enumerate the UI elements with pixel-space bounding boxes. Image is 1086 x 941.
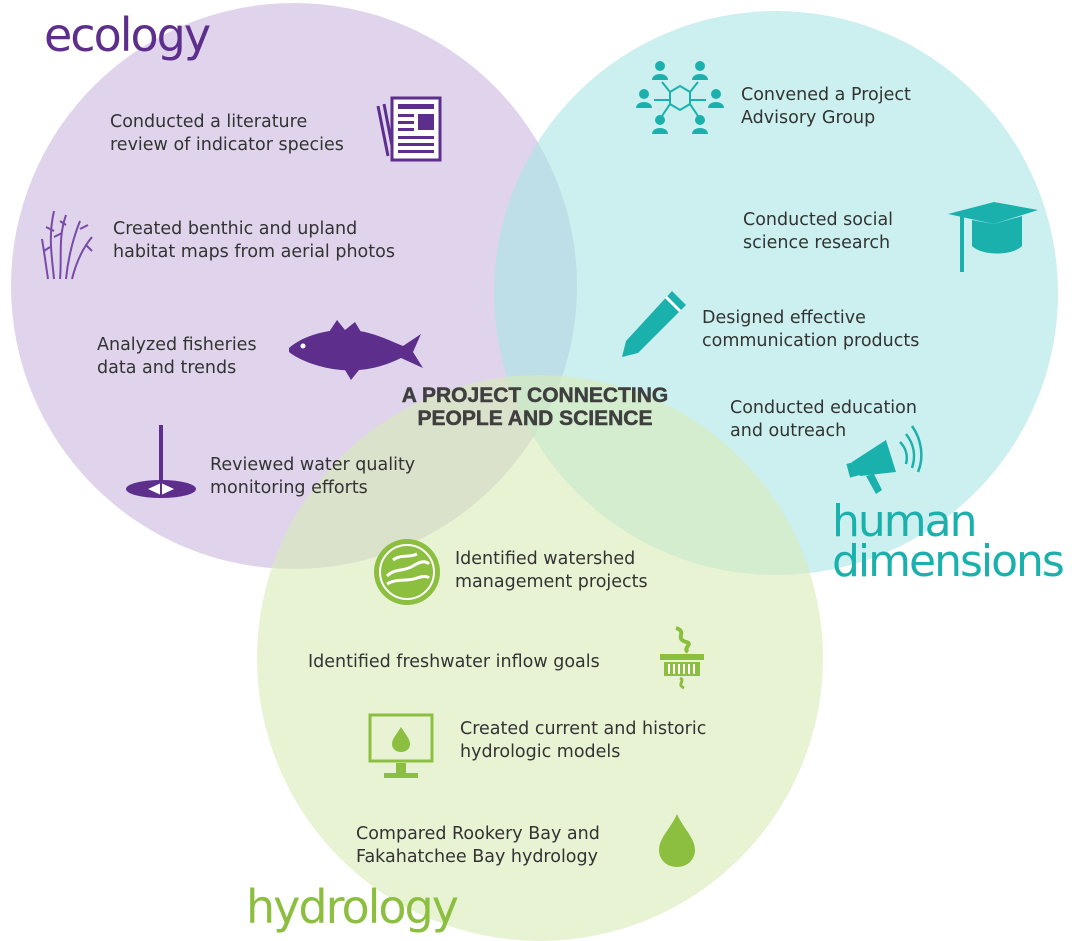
human-item-advisory-group: Convened a Project Advisory Group	[741, 84, 911, 130]
plant-icon	[41, 210, 93, 280]
secchi-disk-icon	[126, 425, 196, 498]
human-dimensions-title: human dimensions	[832, 496, 1065, 587]
water-control-icon	[660, 626, 704, 690]
hydrology-circle	[257, 375, 823, 941]
item-text-line: communication products	[702, 331, 920, 351]
group-network-icon	[636, 61, 724, 134]
item-text-line: Conducted education	[730, 398, 917, 418]
item-text-line: data and trends	[97, 358, 237, 378]
center-title: A PROJECT CONNECTING PEOPLE AND SCIENCE	[340, 384, 730, 431]
center-title-line-1: A PROJECT CONNECTING	[401, 384, 669, 408]
ecology-item-water-quality: Reviewed water quality monitoring effort…	[210, 454, 415, 500]
ecology-item-fisheries: Analyzed fisheries data and trends	[97, 334, 257, 380]
hydrology-item-freshwater-inflow: Identified freshwater inflow goals	[308, 651, 600, 674]
item-text-line: Conducted social	[743, 210, 894, 230]
hydrology-item-hydrologic-models: Created current and historic hydrologic …	[460, 718, 706, 764]
newspaper-icon	[376, 96, 442, 162]
ecology-item-habitat-maps: Created benthic and upland habitat maps …	[113, 218, 395, 264]
item-text-line: Advisory Group	[741, 108, 876, 128]
hydrology-title: hydrology	[246, 880, 459, 934]
item-text-line: and outreach	[730, 421, 847, 441]
item-text-line: Analyzed fisheries	[97, 335, 257, 355]
item-text-line: monitoring efforts	[210, 478, 368, 498]
item-text-line: Conducted a literature	[110, 112, 308, 132]
item-text-line: Convened a Project	[741, 85, 911, 105]
item-text-line: Compared Rookery Bay and	[356, 824, 600, 844]
item-text-line: Identified watershed	[455, 549, 636, 569]
watershed-icon	[374, 539, 440, 605]
item-text-line: Identified freshwater inflow goals	[308, 652, 600, 672]
graduation-cap-icon	[948, 202, 1038, 272]
human-item-social-science: Conducted social science research	[743, 209, 893, 255]
item-text-line: review of indicator species	[110, 135, 344, 155]
item-text-line: Fakahatchee Bay hydrology	[356, 847, 598, 867]
fish-icon	[289, 320, 423, 380]
item-text-line: habitat maps from aerial photos	[113, 242, 395, 262]
item-text-line: Created benthic and upland	[113, 219, 358, 239]
megaphone-icon	[846, 425, 923, 494]
item-text-line: Created current and historic	[460, 719, 707, 739]
ecology-item-literature: Conducted a literature review of indicat…	[110, 111, 344, 157]
monitor-drop-icon	[368, 713, 434, 778]
hydrology-item-watershed: Identified watershed management projects	[455, 548, 648, 594]
human-title-line-2: dimensions	[832, 536, 1065, 587]
center-title-line-2: PEOPLE AND SCIENCE	[417, 407, 653, 431]
human-item-communication: Designed effective communication product…	[702, 307, 919, 353]
item-text-line: management projects	[455, 572, 648, 592]
item-text-line: Designed effective	[702, 308, 866, 328]
hydrology-item-compared-bays: Compared Rookery Bay and Fakahatchee Bay…	[356, 823, 600, 869]
ecology-title: ecology	[44, 8, 211, 62]
item-text-line: hydrologic models	[460, 742, 621, 762]
water-drop-icon	[659, 814, 695, 867]
item-text-line: science research	[743, 233, 891, 253]
human-title-line-1: human	[832, 496, 977, 547]
pencil-icon	[622, 291, 686, 357]
human-item-education: Conducted education and outreach	[730, 397, 917, 443]
item-text-line: Reviewed water quality	[210, 455, 416, 475]
